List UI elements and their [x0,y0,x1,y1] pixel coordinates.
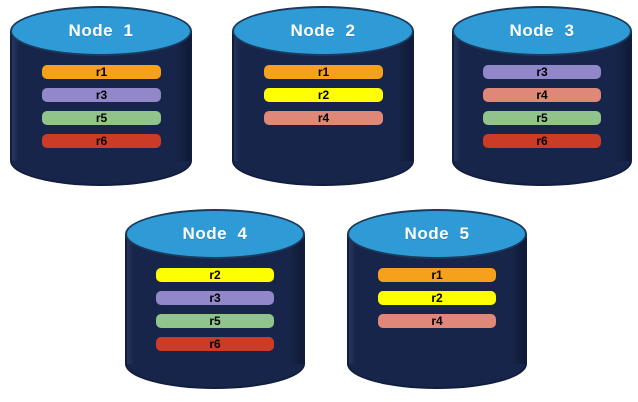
cylinder-left-shading [234,31,241,161]
replica-bar[interactable]: r6 [483,134,601,148]
cylinder-right-shading [289,234,303,364]
node-label: Node 3 [509,21,575,40]
replica-bar[interactable]: r3 [42,88,161,102]
cylinder-right-shading [176,31,190,161]
replica-bar[interactable]: r1 [378,268,496,282]
node-cylinder-5[interactable]: Node 5 r1 r2 r4 [347,209,527,389]
cylinder-right-shading [511,234,525,364]
node-cylinder-1[interactable]: Node 1 r1 r3 r5 r6 [10,6,192,186]
replica-list: r1 r2 r4 [264,65,383,125]
replica-bar[interactable]: r3 [483,65,601,79]
replica-label: r4 [317,111,330,125]
cylinder-right-shading [616,31,630,161]
replica-bar[interactable]: r1 [264,65,383,79]
replica-label: r1 [317,65,330,79]
replica-bar[interactable]: r2 [264,88,383,102]
replica-bar[interactable]: r4 [483,88,601,102]
cylinder-top-cap: Node 4 [125,209,305,259]
cylinder-top-cap: Node 3 [452,6,632,56]
node-label: Node 5 [404,224,470,243]
replica-label: r1 [431,268,443,282]
replica-label: r3 [95,88,108,102]
replica-bar[interactable]: r2 [378,291,496,305]
node-cylinder-4[interactable]: Node 4 r2 r3 r5 r6 [125,209,305,389]
replica-list: r3 r4 r5 r6 [483,65,601,148]
replica-label: r6 [536,134,548,148]
replica-label: r2 [431,291,443,305]
replica-bar[interactable]: r6 [156,337,274,351]
replica-label: r4 [431,314,443,328]
replica-label: r6 [209,337,221,351]
cylinder-right-shading [398,31,412,161]
cylinder-top-cap: Node 5 [347,209,527,259]
replica-label: r5 [209,314,221,328]
replica-list: r2 r3 r5 r6 [156,268,274,351]
node-label: Node 2 [290,21,356,40]
replica-list: r1 r2 r4 [378,268,496,328]
cylinder-top-cap: Node 1 [10,6,192,56]
cylinder-top-cap: Node 2 [232,6,414,56]
node-label: Node 1 [68,21,134,40]
replica-list: r1 r3 r5 r6 [42,65,161,148]
replica-bar[interactable]: r4 [378,314,496,328]
replica-bar[interactable]: r5 [483,111,601,125]
cylinder-left-shading [349,234,356,364]
replica-bar[interactable]: r3 [156,291,274,305]
node-cylinder-2[interactable]: Node 2 r1 r2 r4 [232,6,414,186]
cylinder-left-shading [12,31,19,161]
node-label: Node 4 [182,224,248,243]
cylinder-left-shading [454,31,461,161]
replica-label: r1 [95,65,108,79]
replica-bar[interactable]: r4 [264,111,383,125]
replica-label: r3 [536,65,548,79]
replica-label: r6 [95,134,108,148]
cylinder-left-shading [127,234,134,364]
node-cylinder-3[interactable]: Node 3 r3 r4 r5 r6 [452,6,632,186]
replica-bar[interactable]: r5 [42,111,161,125]
replica-bar[interactable]: r2 [156,268,274,282]
replica-bar[interactable]: r1 [42,65,161,79]
replica-label: r5 [536,111,548,125]
replica-label: r3 [209,291,221,305]
replica-label: r2 [209,268,221,282]
replica-label: r4 [536,88,548,102]
replica-label: r2 [317,88,330,102]
replica-bar[interactable]: r5 [156,314,274,328]
replica-label: r5 [95,111,108,125]
replica-bar[interactable]: r6 [42,134,161,148]
